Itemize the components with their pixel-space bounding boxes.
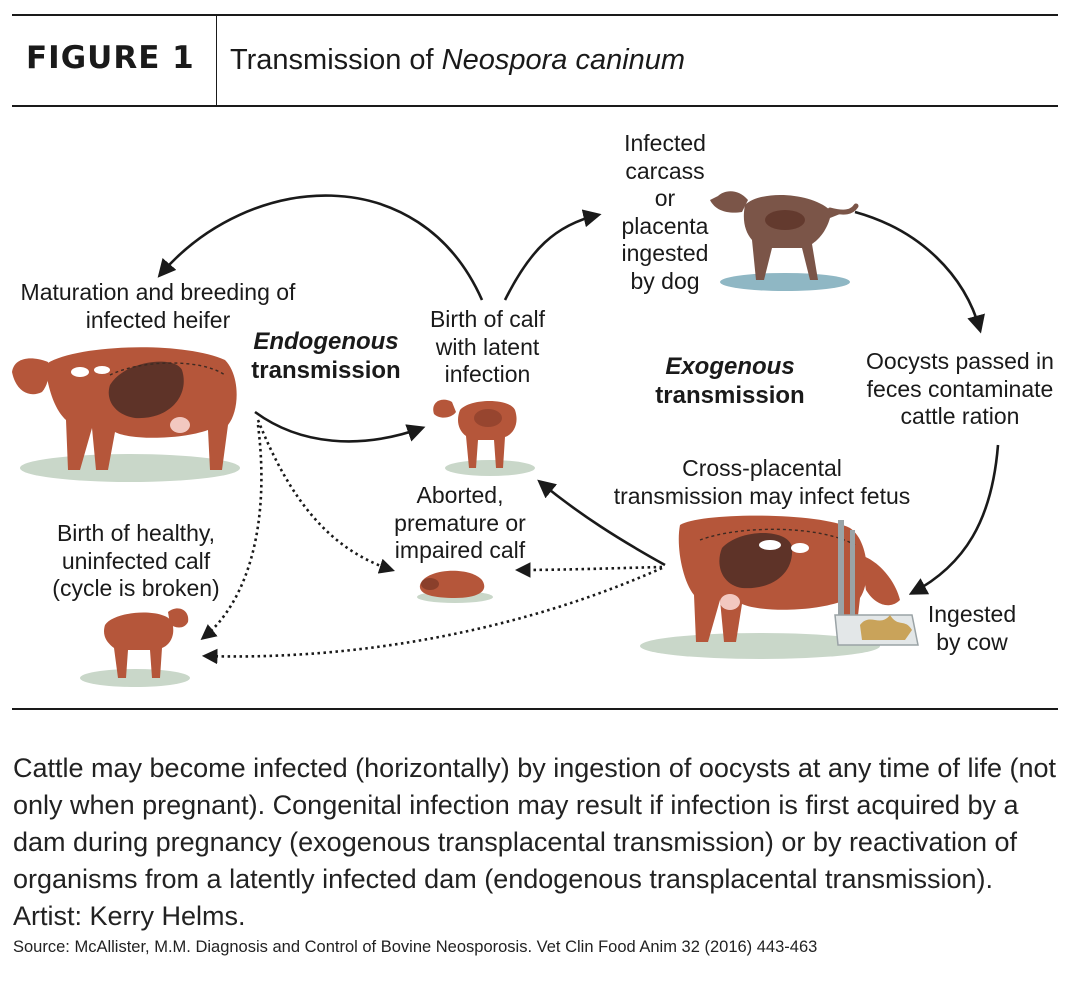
header-divider <box>216 16 217 106</box>
arrow-latent-to-heifer <box>157 194 484 301</box>
arrow-heifer-to-aborted-dotted <box>256 419 395 574</box>
figure-title-prefix: Transmission of <box>230 44 442 76</box>
figure-caption: Cattle may become infected (horizontally… <box>13 753 1056 931</box>
arrow-latent-to-dog <box>503 209 602 301</box>
figure-label: FIGURE 1 <box>26 40 195 76</box>
arrow-cow-to-aborted-dotted <box>514 562 663 578</box>
figure-title: Transmission of Neospora caninum <box>230 44 685 77</box>
label-birth-latent-calf: Birth of calf with latent infection <box>429 306 546 387</box>
label-ingested-by-cow: Ingested by cow <box>927 601 1017 655</box>
latent-calf-shadow <box>445 460 535 476</box>
arrow-oocysts-to-cow <box>908 444 1000 595</box>
infected-heifer-illustration <box>12 347 237 470</box>
feed-trough-illustration <box>834 520 919 646</box>
diagram-bottom-rule <box>12 708 1058 710</box>
arrow-heifer-to-latent <box>254 410 426 443</box>
healthy-calf-shadow <box>80 669 190 687</box>
label-exogenous-word: Exogenous <box>665 353 795 380</box>
label-aborted-calf: Aborted, premature or impaired calf <box>394 482 526 563</box>
label-cross-placental: Cross-placental transmission may infect … <box>613 455 911 509</box>
eating-cow-illustration <box>678 515 900 642</box>
latent-calf-illustration <box>433 399 517 468</box>
heifer-shadow <box>20 454 240 482</box>
arrow-cow-to-latent <box>537 479 666 567</box>
header-bottom-rule <box>12 105 1058 107</box>
figure-title-species: Neospora caninum <box>441 44 686 76</box>
arrow-dog-to-oocysts <box>854 210 985 334</box>
dog-shadow <box>720 273 850 291</box>
healthy-calf-illustration <box>104 608 189 678</box>
label-endogenous-transmission-word: transmission <box>251 357 401 384</box>
label-oocysts-passed: Oocysts passed in feces contaminate catt… <box>866 348 1054 429</box>
dog-illustration <box>710 191 859 280</box>
aborted-calf-illustration <box>419 570 485 598</box>
label-healthy-calf: Birth of healthy, uninfected calf (cycle… <box>52 520 220 601</box>
arrow-cow-to-healthy-dotted <box>201 566 663 665</box>
top-rule <box>12 14 1058 16</box>
label-endogenous-word: Endogenous <box>253 328 399 355</box>
arrow-heifer-to-healthy-dotted <box>200 424 263 640</box>
label-infected-carcass: Infected carcass or placenta ingested by… <box>621 130 709 294</box>
label-exogenous-transmission-word: transmission <box>655 382 805 409</box>
figure-source: Source: McAllister, M.M. Diagnosis and C… <box>13 938 818 956</box>
label-maturation-breeding: Maturation and breeding of infected heif… <box>20 279 296 333</box>
transmission-diagram <box>12 191 1000 687</box>
